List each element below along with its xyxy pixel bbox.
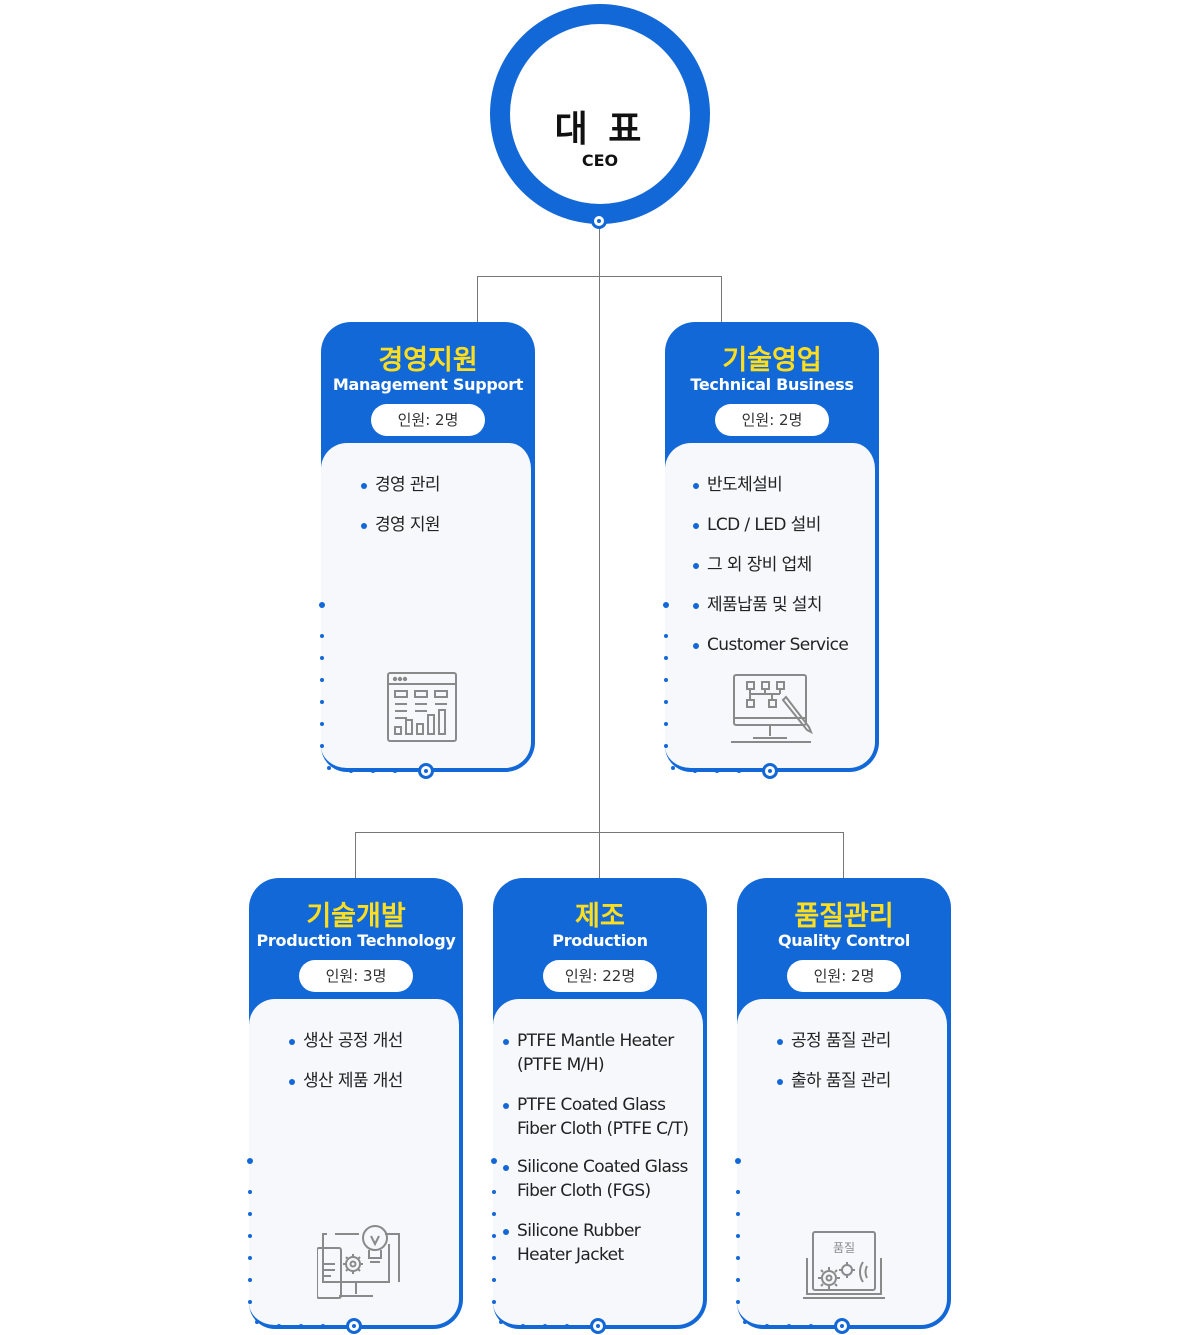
ceo-title-ko: 대 표	[554, 109, 646, 150]
dept-headcount-badge: 인원: 2명	[371, 404, 485, 436]
dept-connector-node	[418, 763, 434, 779]
dept-title-ko: 기술개발	[306, 901, 406, 932]
ceo-circle: 대 표 CEO	[490, 4, 710, 224]
dept-card-management-support: 경영지원 Management Support 인원: 2명 경영 관리 경영 …	[319, 322, 535, 779]
list-item: 공정 품질 관리	[777, 1029, 941, 1053]
dept-task-list: 경영 관리 경영 지원	[361, 473, 525, 537]
dept-card-body: 생산 공정 개선 생산 제품 개선	[249, 999, 463, 1329]
list-item: 그 외 장비 업체	[693, 553, 869, 577]
dashboard-chart-icon	[387, 672, 457, 742]
dept-headcount-badge: 인원: 3명	[299, 960, 413, 992]
dept-title-en: Management Support	[332, 375, 524, 394]
dept-card-quality-control: 품질관리 Quality Control 인원: 2명 공정 품질 관리 출하 …	[735, 878, 951, 1335]
list-item: 반도체설비	[693, 473, 869, 497]
ceo-title-en: CEO	[581, 151, 619, 170]
list-item: PTFE Coated Glass Fiber Cloth (PTFE C/T)	[503, 1093, 703, 1141]
connector-bottom-left-drop	[355, 832, 356, 878]
list-item: 경영 지원	[361, 513, 525, 537]
list-item: 제품납품 및 설치	[693, 593, 869, 617]
list-item: Silicone Coated Glass Fiber Cloth (FGS)	[503, 1155, 703, 1203]
dept-task-list: 생산 공정 개선 생산 제품 개선	[289, 1029, 453, 1093]
connector-top-right-drop	[721, 276, 722, 322]
dept-connector-node	[834, 1318, 850, 1334]
quality-gears-laptop-icon: 품질	[803, 1231, 885, 1299]
ceo-connector-node	[591, 213, 607, 229]
quality-icon-label: 품질	[833, 1241, 855, 1255]
dept-task-list: 반도체설비 LCD / LED 설비 그 외 장비 업체 제품납품 및 설치 C…	[693, 473, 869, 657]
connector-bottom-center-drop	[599, 832, 600, 878]
list-item: Silicone Rubber Heater Jacket	[503, 1219, 677, 1267]
list-item: 생산 공정 개선	[289, 1029, 453, 1053]
dept-task-list: PTFE Mantle Heater (PTFE M/H) PTFE Coate…	[503, 1029, 703, 1267]
list-item: LCD / LED 설비	[693, 513, 869, 537]
ceo-circle-inner: 대 표 CEO	[510, 24, 690, 204]
dept-connector-node	[762, 763, 778, 779]
dept-title-en: Quality Control	[777, 931, 911, 950]
connector-bottom-right-drop	[843, 832, 844, 878]
dept-card-technical-business: 기술영업 Technical Business 인원: 2명 반도체설비 LCD…	[663, 322, 879, 779]
connector-ceo-trunk	[599, 226, 600, 832]
dept-connector-node	[590, 1318, 606, 1334]
list-item: 출하 품질 관리	[777, 1069, 941, 1093]
dept-card-production: 제조 Production 인원: 22명 PTFE Mantle Heater…	[491, 878, 707, 1335]
dept-title-ko: 기술영업	[722, 345, 822, 376]
lightbulb-gear-monitor-icon	[317, 1225, 400, 1299]
dept-connector-node	[346, 1318, 362, 1334]
dept-headcount-badge: 인원: 22명	[543, 960, 657, 992]
dept-headcount-badge: 인원: 2명	[715, 404, 829, 436]
dept-card-body: 반도체설비 LCD / LED 설비 그 외 장비 업체 제품납품 및 설치 C…	[665, 443, 879, 772]
dept-title-en: Production Technology	[256, 931, 456, 950]
list-item: PTFE Mantle Heater (PTFE M/H)	[503, 1029, 697, 1077]
connector-top-horizontal	[477, 276, 722, 277]
connector-top-left-drop	[477, 276, 478, 322]
dept-card-production-technology: 기술개발 Production Technology 인원: 3명 생산 공정 …	[247, 878, 463, 1335]
dept-task-list: 공정 품질 관리 출하 품질 관리	[777, 1029, 941, 1093]
list-item: 생산 제품 개선	[289, 1069, 453, 1093]
dept-headcount-badge: 인원: 2명	[787, 960, 901, 992]
monitor-flowchart-pen-icon	[731, 674, 813, 743]
list-item: 경영 관리	[361, 473, 525, 497]
dept-title-en: Production	[552, 931, 648, 950]
dept-title-ko: 경영지원	[378, 345, 478, 376]
dept-title-ko: 품질관리	[794, 901, 894, 932]
dept-title-en: Technical Business	[690, 375, 854, 394]
dept-card-body: PTFE Mantle Heater (PTFE M/H) PTFE Coate…	[493, 999, 707, 1329]
list-item: Customer Service	[693, 633, 869, 657]
dept-title-ko: 제조	[575, 901, 625, 932]
